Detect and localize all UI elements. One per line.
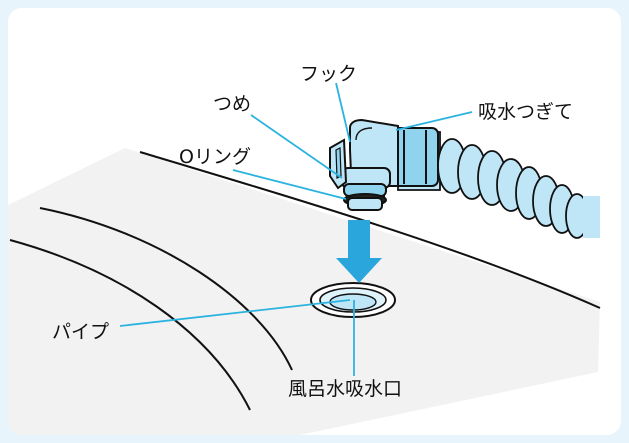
label-bath-inlet: 風呂水吸水口: [288, 378, 402, 400]
label-suction-joint: 吸水つぎて: [478, 101, 573, 123]
label-claw: つめ: [213, 93, 251, 115]
bath-water-inlet: [310, 282, 396, 318]
leader-lines: [119, 82, 473, 376]
installation-diagram: フック つめ Oリング 吸水つぎて パイプ 風呂水吸水口: [8, 63, 601, 435]
tub-rim-curve-inner: [39, 207, 293, 371]
label-pipe: パイプ: [52, 321, 109, 343]
tub-surface: [8, 148, 600, 435]
tub-rim-curve-lower: [9, 239, 251, 411]
insert-arrow-icon: [336, 220, 382, 283]
label-o-ring: Oリング: [179, 146, 251, 168]
suction-joint: [329, 118, 439, 211]
label-hook: フック: [300, 63, 357, 85]
diagram-panel: フック つめ Oリング 吸水つぎて パイプ 風呂水吸水口: [8, 8, 621, 435]
tub-rim-curve-outer: [139, 151, 601, 309]
hose: [397, 131, 600, 239]
